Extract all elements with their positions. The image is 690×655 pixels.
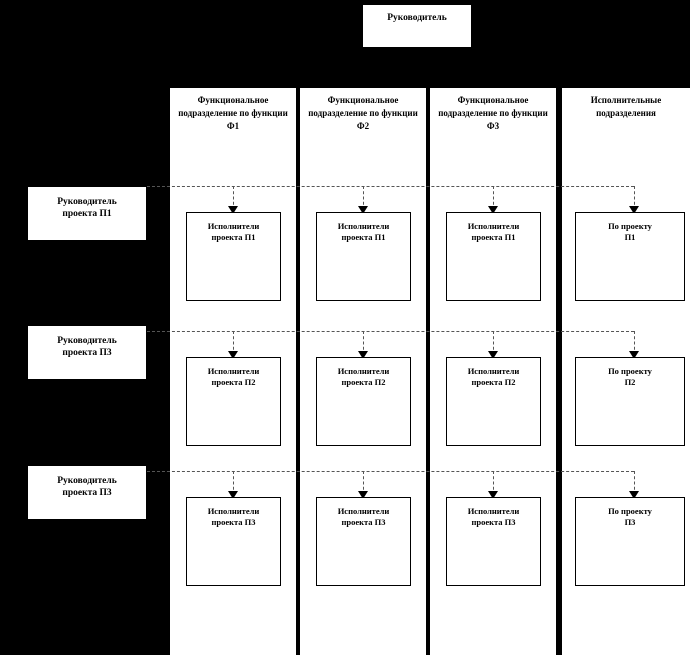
cell-row-2-col-3[interactable]: Исполнители проекта П2 xyxy=(446,357,541,446)
cell-row-1-col-4[interactable]: По проекту П1 xyxy=(575,212,685,301)
cell-line-1: Исполнители xyxy=(467,221,520,231)
connector-vertical-row-2-col-2 xyxy=(363,331,364,355)
project-manager-line-2: проекта П3 xyxy=(62,348,112,359)
connector-vertical-row-2-col-1 xyxy=(233,331,234,355)
arrowhead-row-3-col-4 xyxy=(629,491,639,499)
arrowhead-row-2-col-1 xyxy=(228,351,238,359)
project-manager-line-1: Руководитель xyxy=(57,336,117,346)
cell-row-2-col-4[interactable]: По проекту П2 xyxy=(575,357,685,446)
column-header-line-3: по функции Ф2 xyxy=(356,107,418,131)
cell-line-1: Исполнители xyxy=(207,221,260,231)
project-manager-box-3[interactable]: Руководитель проекта П3 xyxy=(27,465,147,520)
cell-line-2: проекта П2 xyxy=(211,376,256,387)
cell-line-2: проекта П1 xyxy=(471,231,516,242)
cell-line-1: По проекту xyxy=(608,221,652,231)
cell-line-2: проекта П2 xyxy=(471,376,516,387)
cell-row-3-col-1[interactable]: Исполнители проекта П3 xyxy=(186,497,281,586)
column-header-line-2: подразделение xyxy=(178,107,238,118)
project-manager-box-2[interactable]: Руководитель проекта П3 xyxy=(27,325,147,380)
cell-line-2: проекта П1 xyxy=(211,231,256,242)
cell-line-1: Исполнители xyxy=(207,366,260,376)
project-manager-box-1[interactable]: Руководитель проекта П1 xyxy=(27,186,147,241)
root-manager-label: Руководитель xyxy=(387,13,447,23)
column-header-line-1: Исполнительные xyxy=(590,95,662,105)
column-header-line-3: по функции Ф1 xyxy=(226,107,288,131)
arrowhead-row-3-col-1 xyxy=(228,491,238,499)
cell-line-2: проекта П3 xyxy=(471,516,516,527)
column-header-line-1: Функциональное xyxy=(197,95,269,105)
connector-vertical-row-2-col-3 xyxy=(493,331,494,355)
arrowhead-row-1-col-3 xyxy=(488,206,498,214)
connector-vertical-row-1-col-3 xyxy=(493,186,494,210)
project-manager-line-2: проекта П3 xyxy=(62,488,112,499)
connector-horizontal-row-2 xyxy=(147,331,634,332)
connector-horizontal-row-3 xyxy=(147,471,634,472)
column-header-line-3: по функции Ф3 xyxy=(486,107,548,131)
cell-line-1: Исполнители xyxy=(337,366,390,376)
cell-line-2: П1 xyxy=(624,231,636,242)
arrowhead-row-2-col-3 xyxy=(488,351,498,359)
cell-line-2: П2 xyxy=(624,376,636,387)
cell-row-2-col-2[interactable]: Исполнители проекта П2 xyxy=(316,357,411,446)
connector-vertical-row-3-col-1 xyxy=(233,471,234,495)
cell-row-3-col-3[interactable]: Исполнители проекта П3 xyxy=(446,497,541,586)
arrowhead-row-1-col-1 xyxy=(228,206,238,214)
arrowhead-row-3-col-2 xyxy=(358,491,368,499)
cell-line-2: П3 xyxy=(624,516,636,527)
column-header-func-1: Функциональное подразделение по функции … xyxy=(172,88,294,150)
column-header-line-1: Функциональное xyxy=(457,95,529,105)
column-header-line-1: Функциональное xyxy=(327,95,399,105)
cell-line-1: Исполнители xyxy=(207,506,260,516)
connector-horizontal-row-1 xyxy=(147,186,634,187)
column-header-line-2: подразделение xyxy=(438,107,498,118)
connector-vertical-row-1-col-4 xyxy=(634,186,635,210)
root-manager-box[interactable]: Руководитель xyxy=(362,4,472,48)
cell-line-2: проекта П1 xyxy=(341,231,386,242)
cell-line-1: Исполнители xyxy=(337,506,390,516)
connector-vertical-row-1-col-2 xyxy=(363,186,364,210)
connector-vertical-row-3-col-4 xyxy=(634,471,635,495)
connector-vertical-row-3-col-3 xyxy=(493,471,494,495)
cell-line-2: проекта П3 xyxy=(341,516,386,527)
cell-line-1: Исполнители xyxy=(337,221,390,231)
column-header-exec: Исполнительные подразделения xyxy=(564,88,688,150)
connector-vertical-row-2-col-4 xyxy=(634,331,635,355)
connector-vertical-row-1-col-1 xyxy=(233,186,234,210)
connector-vertical-row-3-col-2 xyxy=(363,471,364,495)
cell-line-1: Исполнители xyxy=(467,506,520,516)
cell-line-1: По проекту xyxy=(608,366,652,376)
arrowhead-row-1-col-4 xyxy=(629,206,639,214)
column-header-func-2: Функциональное подразделение по функции … xyxy=(302,88,424,150)
arrowhead-row-3-col-3 xyxy=(488,491,498,499)
arrowhead-row-1-col-2 xyxy=(358,206,368,214)
cell-row-3-col-2[interactable]: Исполнители проекта П3 xyxy=(316,497,411,586)
cell-row-1-col-3[interactable]: Исполнители проекта П1 xyxy=(446,212,541,301)
cell-line-2: проекта П3 xyxy=(211,516,256,527)
project-manager-line-2: проекта П1 xyxy=(62,209,112,220)
cell-row-1-col-2[interactable]: Исполнители проекта П1 xyxy=(316,212,411,301)
project-manager-line-1: Руководитель xyxy=(57,197,117,207)
cell-line-1: По проекту xyxy=(608,506,652,516)
column-header-line-2: подразделение xyxy=(308,107,368,118)
project-manager-line-1: Руководитель xyxy=(57,476,117,486)
arrowhead-row-2-col-2 xyxy=(358,351,368,359)
column-header-func-3: Функциональное подразделение по функции … xyxy=(432,88,554,150)
cell-row-1-col-1[interactable]: Исполнители проекта П1 xyxy=(186,212,281,301)
cell-row-2-col-1[interactable]: Исполнители проекта П2 xyxy=(186,357,281,446)
cell-line-2: проекта П2 xyxy=(341,376,386,387)
column-header-line-2: подразделения xyxy=(596,107,656,118)
cell-line-1: Исполнители xyxy=(467,366,520,376)
arrowhead-row-2-col-4 xyxy=(629,351,639,359)
cell-row-3-col-4[interactable]: По проекту П3 xyxy=(575,497,685,586)
